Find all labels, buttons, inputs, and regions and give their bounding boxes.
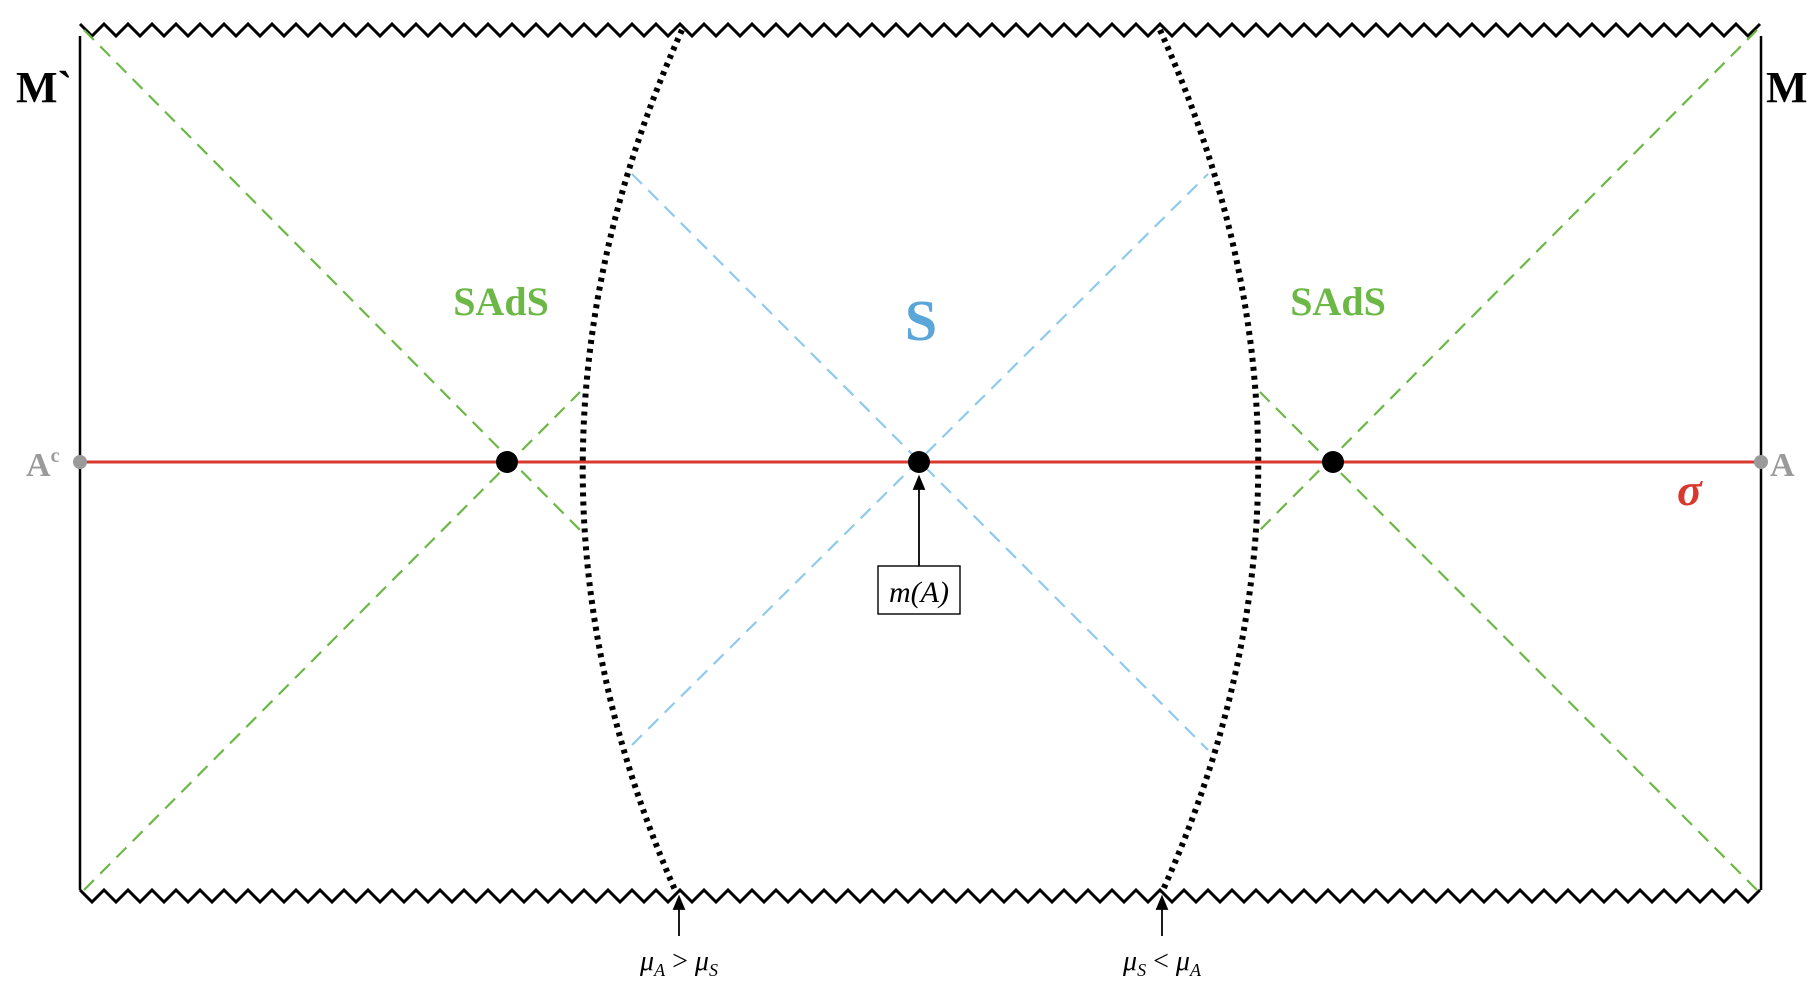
left-shell-condition: μA > μS: [639, 946, 718, 980]
center-horizon-down: [631, 173, 1209, 751]
corner-label-right: M: [1766, 63, 1808, 112]
left-bifurcation-point: [496, 451, 518, 473]
right-horizon-down: [1259, 391, 1758, 891]
region-label-right: SAdS: [1290, 279, 1386, 324]
extremal-arrow-head: [912, 474, 926, 490]
right-shell-condition: μS < μA: [1122, 946, 1202, 980]
boundary-point-right: [1754, 455, 1768, 469]
region-label-left: SAdS: [453, 279, 549, 324]
center-extremal-point: [908, 451, 930, 473]
right-horizon-up: [1259, 29, 1758, 531]
extremal-label-box: [877, 565, 961, 615]
boundary-point-left: [73, 455, 87, 469]
left-horizon-up: [83, 391, 581, 891]
region-label-center: S: [905, 288, 937, 353]
left-shell-arrow-head: [672, 894, 686, 910]
boundary-label-right: A: [1770, 447, 1795, 484]
center-horizon-up: [631, 173, 1209, 746]
top-singularity: [78, 21, 1762, 39]
sigma-label: σ: [1677, 464, 1703, 515]
corner-label-left: M`: [16, 63, 72, 112]
left-horizon-down: [83, 29, 581, 531]
extremal-label: m(A): [889, 576, 949, 609]
right-shell-arrow-head: [1155, 894, 1169, 910]
boundary-label-left: Ac: [26, 445, 60, 484]
right-shell: [1157, 28, 1262, 892]
left-shell: [579, 28, 685, 892]
right-bifurcation-point: [1322, 451, 1344, 473]
bottom-singularity: [78, 887, 1762, 905]
